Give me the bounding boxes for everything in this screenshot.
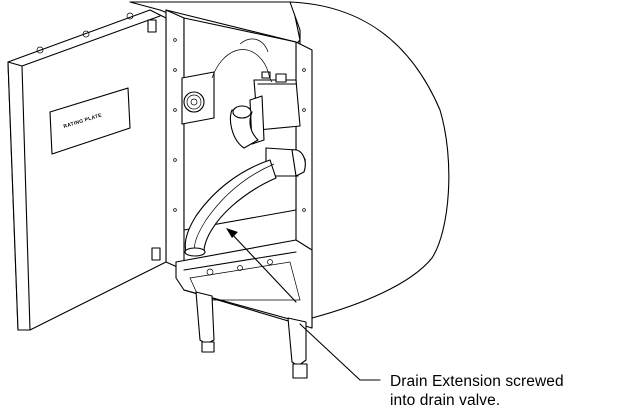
callout-line-1: Drain Extension screwed [390,373,564,390]
cabinet-legs [195,291,308,379]
open-door: RATING PLATE [7,9,167,331]
gas-valve-assembly [211,38,301,149]
control-knob-assembly [181,71,215,125]
rating-plate: RATING PLATE [49,87,131,155]
cabinet-side-panel [289,1,450,323]
cabinet-base [175,239,313,329]
drain-pointer-arrow [226,228,297,303]
callout-leader-line [299,323,381,381]
callout-label: Drain Extension screwed into drain valve… [390,372,628,410]
callout-line-2: into drain valve. [390,392,501,409]
drain-extension [184,147,306,257]
